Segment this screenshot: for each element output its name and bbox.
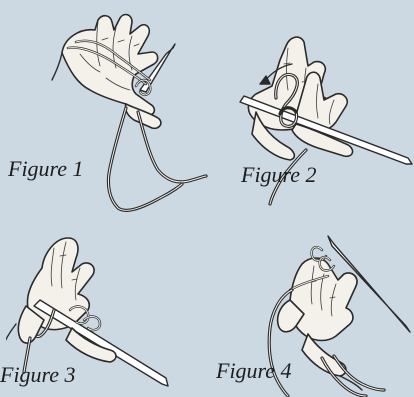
figure-4-panel: Figure 4 [210, 228, 414, 397]
figure-1-panel: Figure 1 [40, 8, 220, 213]
figure-3-panel: Figure 3 [6, 228, 190, 397]
figure-3-caption: Figure 3 [0, 364, 76, 386]
left-hand-slip-knot-on-needle-icon [40, 8, 220, 213]
figure-2-caption: Figure 2 [241, 164, 317, 186]
figure-1-caption: Figure 1 [8, 158, 84, 180]
figure-4-caption: Figure 4 [216, 360, 292, 382]
figure-2-panel: Figure 2 [236, 26, 414, 206]
